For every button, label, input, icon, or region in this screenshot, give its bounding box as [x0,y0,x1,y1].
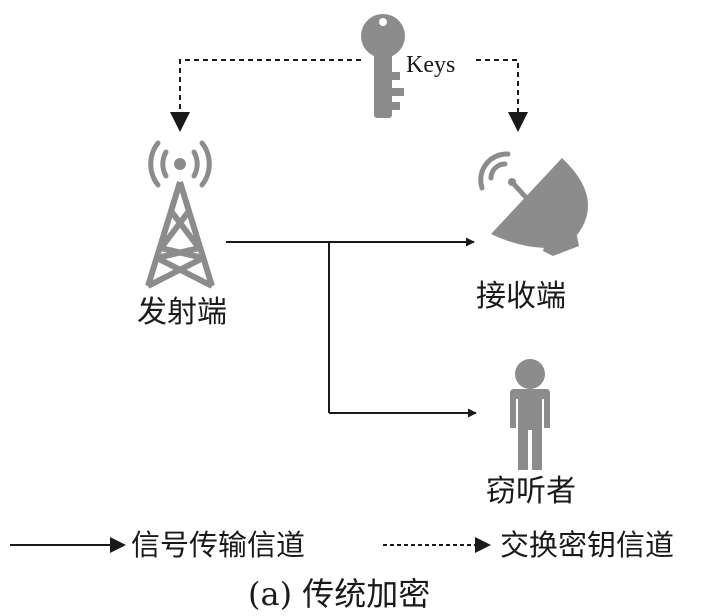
eavesdropper-label: 窃听者 [486,474,576,509]
receiver-label: 接收端 [476,279,566,314]
figure-caption: (a) 传统加密 [248,575,431,613]
legend-signal-channel-label: 信号传输信道 [131,528,306,562]
key-icon [361,14,405,118]
satellite-dish-icon [478,151,589,256]
transmitter-label: 发射端 [137,295,227,330]
arrow-to-transmitter [170,112,190,132]
person-icon [510,359,550,470]
legend-key-channel-label: 交换密钥信道 [500,528,675,562]
arrow-to-receiver [508,112,528,132]
radio-tower-icon [145,140,215,289]
legend-dashed-line [383,537,491,553]
keys-label: Keys [404,52,458,78]
legend-solid-line [10,537,126,553]
key-exchange-lines [179,59,519,112]
signal-lines [226,237,477,418]
